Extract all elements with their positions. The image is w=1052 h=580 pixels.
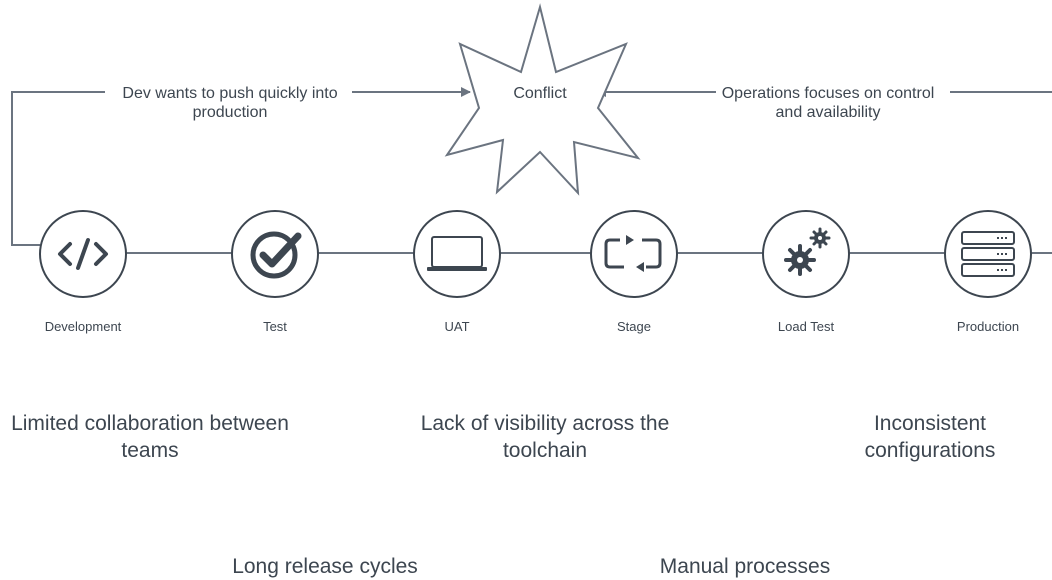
stage-label-development: Development <box>44 319 122 334</box>
stage-label-stage: Stage <box>617 319 651 334</box>
challenge-visibility: Lack of visibility across the toolchain <box>420 412 670 462</box>
challenge-release-cycles: Long release cycles <box>232 555 418 578</box>
server-icon <box>961 231 1015 277</box>
stage-uat-node <box>413 210 501 298</box>
stage-stage-node <box>590 210 678 298</box>
laptop-icon <box>427 236 487 271</box>
challenge-collaboration: Limited collaboration between teams <box>11 412 289 462</box>
challenge-configurations: Inconsistent configurations <box>864 412 996 462</box>
code-icon <box>58 238 108 270</box>
gears-icon <box>784 227 831 276</box>
checkmark-icon <box>250 231 302 279</box>
stage-label-test: Test <box>263 319 287 334</box>
stage-production-node <box>944 210 1032 298</box>
stage-label-load-test: Load Test <box>777 319 835 334</box>
dev-connector-line <box>11 91 105 246</box>
cycle-arrows-icon <box>604 235 662 272</box>
stage-label-uat: UAT <box>444 319 470 334</box>
stage-load-test-node <box>762 210 850 298</box>
ops-control-note: Operations focuses on control and availa… <box>721 85 935 121</box>
stage-label-production: Production <box>956 319 1020 334</box>
conflict-star-shape <box>444 3 641 196</box>
conflict-label: Conflict <box>513 85 567 102</box>
stage-test-node <box>231 210 319 298</box>
challenge-manual-processes: Manual processes <box>659 555 831 578</box>
dev-push-note: Dev wants to push quickly into productio… <box>122 85 338 121</box>
stage-development-node <box>39 210 127 298</box>
